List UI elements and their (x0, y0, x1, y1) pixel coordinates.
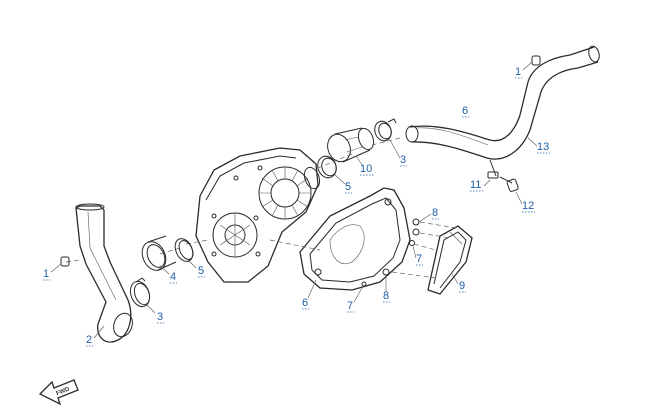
svg-text:FWD: FWD (56, 386, 72, 397)
callout-2[interactable]: 2 (86, 325, 105, 347)
small-clamp-lower (60, 256, 70, 267)
svg-text:12: 12 (522, 200, 534, 212)
cvt-housing (195, 147, 321, 283)
callout-8-bottom[interactable]: 8 (383, 276, 390, 303)
callout-11[interactable]: 11 (470, 179, 491, 192)
callout-1-left[interactable]: 1 (43, 263, 62, 281)
callout-4[interactable]: 4 (159, 265, 177, 284)
callout-1-top[interactable]: 1 (515, 61, 533, 79)
callout-3-left[interactable]: 3 (145, 303, 164, 324)
bolt-and-sensor (487, 159, 519, 192)
callout-12[interactable]: 12 (515, 191, 535, 213)
svg-text:1: 1 (515, 66, 521, 78)
callout-9[interactable]: 9 (451, 273, 466, 293)
svg-text:1: 1 (43, 268, 49, 280)
upper-hose-clamp (374, 118, 397, 142)
svg-text:7: 7 (416, 253, 422, 265)
lower-intake-duct (75, 203, 133, 343)
callout-6-bottom[interactable]: 6 (302, 279, 317, 310)
svg-text:13: 13 (537, 141, 549, 153)
svg-text:11: 11 (470, 179, 481, 191)
upper-intake-duct (405, 45, 600, 160)
callout-7-bottom[interactable]: 7 (347, 287, 363, 313)
svg-text:4: 4 (170, 271, 176, 283)
intake-boot (327, 127, 375, 163)
air-duct-piece (427, 225, 473, 295)
fwd-direction-arrow-icon: FWD (38, 379, 79, 406)
lower-boot (141, 235, 177, 271)
svg-text:8: 8 (383, 290, 389, 302)
callout-5-top[interactable]: 5 (333, 173, 352, 194)
svg-text:6: 6 (462, 105, 468, 117)
svg-text:2: 2 (86, 334, 92, 346)
svg-text:5: 5 (345, 181, 351, 193)
svg-text:6: 6 (302, 297, 308, 309)
assembly-lines (65, 137, 457, 279)
svg-text:5: 5 (198, 265, 204, 277)
svg-text:3: 3 (157, 311, 163, 323)
lower-clamp (174, 238, 194, 262)
callout-13[interactable]: 13 (527, 137, 550, 154)
callout-6-top[interactable]: 6 (462, 105, 469, 118)
lower-duct-clamp (129, 277, 151, 308)
svg-text:10: 10 (360, 163, 372, 175)
callout-7-right[interactable]: 7 (412, 245, 423, 266)
boot-clamp-upper (317, 155, 337, 179)
cover-fasteners (361, 218, 420, 287)
callout-5-left[interactable]: 5 (187, 259, 205, 278)
svg-text:7: 7 (347, 300, 353, 312)
cvt-cover (299, 187, 411, 291)
callout-10[interactable]: 10 (355, 155, 374, 176)
callout-8-right[interactable]: 8 (418, 207, 439, 223)
svg-text:3: 3 (400, 154, 406, 166)
callout-3-top[interactable]: 3 (389, 139, 407, 167)
svg-text:8: 8 (432, 207, 438, 219)
svg-text:9: 9 (459, 280, 465, 292)
